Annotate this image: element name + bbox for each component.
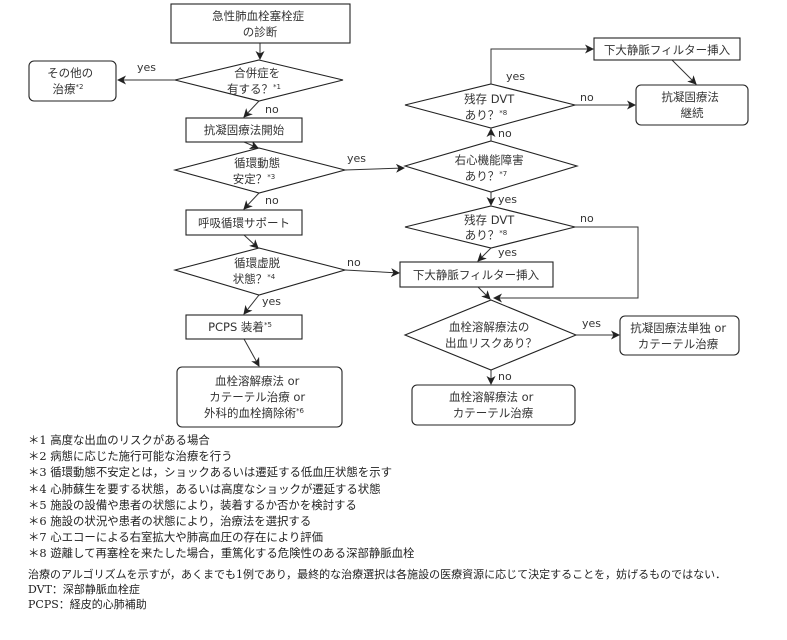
label-no: no — [265, 103, 279, 116]
q-bleed-text: 血栓溶解療法の 出血リスクあり？ — [445, 320, 537, 350]
footnote: ＊5 施設の設備や患者の状態により，装着するか否かを検討する — [28, 497, 357, 512]
label-no: no — [498, 370, 512, 383]
label-yes: yes — [137, 61, 156, 74]
lysis-surgery-text: 血栓溶解療法 or カテーテル治療 or 外科的血栓摘除術*6 — [204, 374, 309, 420]
node-q-hemo-diamond — [172, 147, 348, 194]
edge-resp-to-q-collapse — [243, 234, 259, 249]
node-resp-support-box — [185, 209, 303, 236]
edge-ivc-top-to-continue — [671, 59, 697, 85]
footnote: ＊1 高度な出血のリスクがある場合 — [28, 433, 210, 447]
edge-q-comorbid-no-anticoag — [243, 100, 260, 118]
label-yes: yes — [262, 295, 281, 308]
node-pcps-box — [185, 314, 303, 340]
label-no: no — [580, 212, 594, 225]
node-q-collapse-diamond — [172, 247, 348, 296]
q-hemo-text: 循環動態 安定？*3 — [233, 156, 284, 186]
node-ivc-mid-box — [399, 261, 554, 288]
edge-q-hemo-no-resp — [243, 192, 260, 210]
edge-pcps-to-lysis — [243, 338, 260, 367]
node-q-rv-diamond — [403, 140, 579, 193]
edge-q-dvt-mid-yes-ivc — [477, 247, 492, 262]
q-dvt-mid-text: 残存 DVT あり？*8 — [464, 213, 518, 242]
node-q-dvt-top-diamond — [404, 83, 578, 129]
q-rv-text: 右心機能障害 あり？*7 — [455, 153, 528, 183]
label-yes: yes — [582, 317, 601, 330]
edge-q-collapse-yes-pcps — [243, 294, 260, 315]
footnote: ＊6 施設の状況や患者の状態により，治療法を選択する — [28, 514, 312, 529]
q-dvt-top-text: 残存 DVT あり？*8 — [464, 92, 518, 122]
footnote: ＊2 病態に応じた施行可能な治療を行う — [28, 449, 233, 464]
disclaimer: 治療のアルゴリズムを示すが，あくまでも1例であり，最終的な治療選択は各施設の医療… — [28, 568, 727, 581]
pcps-text: PCPS 装着*5 — [208, 320, 272, 334]
abbreviation: PCPS：経皮的心肺補助 — [28, 598, 147, 611]
label-no: no — [347, 256, 361, 269]
label-yes: yes — [506, 70, 525, 83]
edge-anticoag-to-q-hemo — [243, 140, 259, 149]
lysis-catheter-text: 血栓溶解療法 or カテーテル治療 — [449, 390, 537, 420]
footnote: ＊7 心エコーによる右室拡大や肺高血圧の存在により評価 — [28, 530, 324, 545]
ivc-top-text: 下大静脈フィルター挿入 — [604, 43, 731, 57]
label-yes: yes — [498, 193, 517, 206]
q-comorbid-text: 合併症を 有する？*1 — [227, 66, 284, 96]
label-no: no — [498, 127, 512, 140]
node-lysis-surgery-box — [176, 366, 343, 428]
continue-text: 抗凝固療法 継続 — [661, 90, 722, 120]
footnotes: ＊1 高度な出血のリスクがある場合 ＊2 病態に応じた施行可能な治療を行う ＊3… — [28, 432, 414, 562]
node-continue-box — [635, 84, 749, 126]
node-start-box — [170, 3, 351, 44]
edge-q-collapse-no-ivc — [344, 268, 400, 278]
node-ivc-top-box — [593, 37, 741, 61]
edge-q-dvt-top-yes-ivc — [490, 44, 594, 84]
q-collapse-text: 循環虚脱 状態？*4 — [233, 256, 284, 286]
node-anticoag-alone-box — [619, 315, 740, 356]
ivc-mid-text: 下大静脈フィルター挿入 — [413, 268, 540, 282]
label-no: no — [265, 194, 279, 207]
node-lysis-catheter-box — [411, 384, 576, 426]
node-q-comorbid-diamond — [174, 59, 344, 102]
node-q-dvt-mid-diamond — [404, 205, 576, 249]
label-no: no — [580, 91, 594, 104]
label-yes: yes — [347, 152, 366, 165]
footnote: ＊3 循環動態不安定とは，ショックあるいは遷延する低血圧状態を示す — [28, 465, 392, 480]
other-tx-text: その他の 治療*2 — [47, 66, 97, 96]
label-yes: yes — [498, 246, 517, 259]
anticoag-alone-text: 抗凝固療法単独 or カテーテル治療 — [630, 321, 730, 351]
node-q-bleed-diamond — [403, 299, 578, 371]
edge-q-hemo-yes-rv — [344, 163, 405, 173]
edge-q-dvt-mid-no-bleed — [493, 226, 639, 303]
footnote: ＊4 心肺蘇生を要する状態，あるいは高度なショックが遷延する状態 — [28, 481, 381, 496]
start-text: 急性肺血栓塞栓症 の診断 — [212, 9, 308, 39]
resp-support-text: 呼吸循環サポート — [198, 216, 290, 230]
footer: 治療のアルゴリズムを示すが，あくまでも1例であり，最終的な治療選択は各施設の医療… — [28, 567, 768, 612]
node-other-tx-box — [28, 60, 117, 102]
edge-ivc-mid-to-bleed — [477, 286, 491, 300]
footnote: ＊8 遊離して再塞栓を来たした場合，重篤化する危険性のある深部静脈血栓 — [28, 546, 415, 561]
abbreviation: DVT：深部静脈血栓症 — [28, 583, 140, 596]
node-anticoag-start-box — [185, 117, 303, 143]
anticoag-start-text: 抗凝固療法開始 — [204, 123, 285, 137]
flowchart: yes no yes no no yes yes no no yes no ye… — [28, 3, 749, 428]
